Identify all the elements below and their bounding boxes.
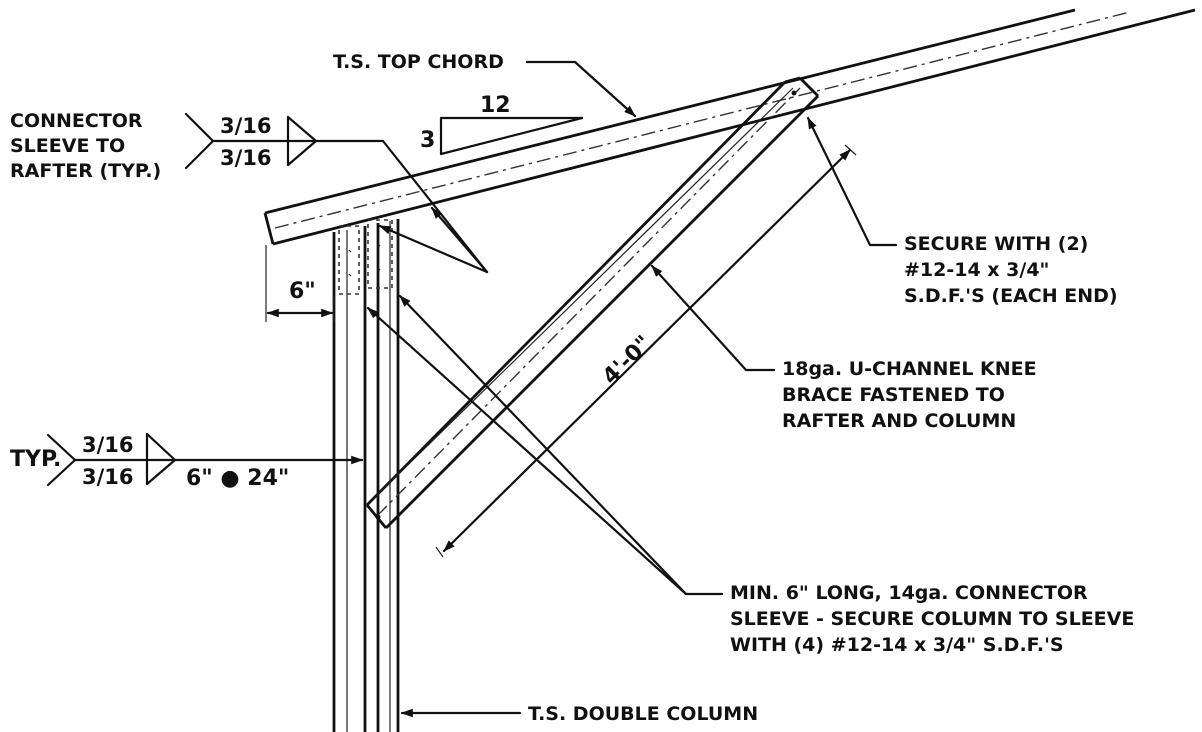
sleeve-label-line2: SLEEVE - SECURE COLUMN TO SLEEVE (730, 608, 1134, 630)
connector-sleeves (338, 219, 393, 295)
overhang-dimension: 6" (265, 245, 335, 322)
slope-rise: 3 (420, 128, 435, 153)
slope-run: 12 (480, 93, 511, 118)
sleeve-label-line3: WITH (4) #12-14 x 3/4" S.D.F.'S (730, 634, 1064, 656)
knee-label-line3: RAFTER AND COLUMN (782, 410, 1016, 432)
lower-weld-spacing: 6" ● 24" (186, 466, 289, 491)
secure-label-line3: S.D.F.'S (EACH END) (904, 285, 1118, 307)
brace-length-label: 4'-0" (598, 331, 657, 390)
top-chord-label: T.S. TOP CHORD (333, 51, 504, 73)
brace-fastener (791, 90, 797, 96)
lower-weld-bottom: 3/16 (82, 465, 134, 489)
upper-weld-top: 3/16 (220, 114, 272, 138)
sleeve-callout: MIN. 6" LONG, 14ga. CONNECTOR SLEEVE - S… (366, 294, 1134, 656)
brace-fastener (375, 514, 381, 520)
connector-label-line2: SLEEVE TO (10, 135, 125, 157)
rafter-top-chord (263, 8, 1196, 246)
double-column-label: T.S. DOUBLE COLUMN (528, 703, 758, 725)
upper-weld-callout: CONNECTOR SLEEVE TO RAFTER (TYP.) 3/16 3… (10, 110, 489, 274)
sleeve-label-line1: MIN. 6" LONG, 14ga. CONNECTOR (730, 582, 1088, 604)
fillet-weld-both-sides-icon (145, 432, 177, 486)
lower-weld-callout: TYP. 3/16 3/16 6" ● 24" (10, 432, 364, 491)
connector-label-line3: RAFTER (TYP.) (10, 160, 161, 182)
upper-weld-bottom: 3/16 (220, 146, 272, 170)
knee-label-line1: 18ga. U-CHANNEL KNEE (782, 358, 1037, 380)
slope-triangle-icon: 12 3 (420, 93, 584, 156)
secure-label-line2: #12-14 x 3/4" (904, 259, 1049, 281)
secure-label-line1: SECURE WITH (2) (904, 233, 1088, 255)
typ-label: TYP. (10, 447, 61, 472)
fillet-weld-both-sides-icon (286, 115, 318, 167)
lower-weld-top: 3/16 (82, 433, 134, 457)
overhang-label: 6" (289, 279, 316, 304)
secure-callout: SECURE WITH (2) #12-14 x 3/4" S.D.F.'S (… (806, 116, 1118, 307)
top-chord-callout: T.S. TOP CHORD (333, 51, 637, 118)
double-column (332, 219, 400, 732)
connector-label-line1: CONNECTOR (10, 110, 143, 132)
double-column-callout: T.S. DOUBLE COLUMN (400, 703, 758, 725)
brace-length-dimension: 4'-0" (435, 144, 857, 558)
knee-brace-callout: 18ga. U-CHANNEL KNEE BRACE FASTENED TO R… (650, 264, 1037, 432)
knee-label-line2: BRACE FASTENED TO (782, 384, 1005, 406)
